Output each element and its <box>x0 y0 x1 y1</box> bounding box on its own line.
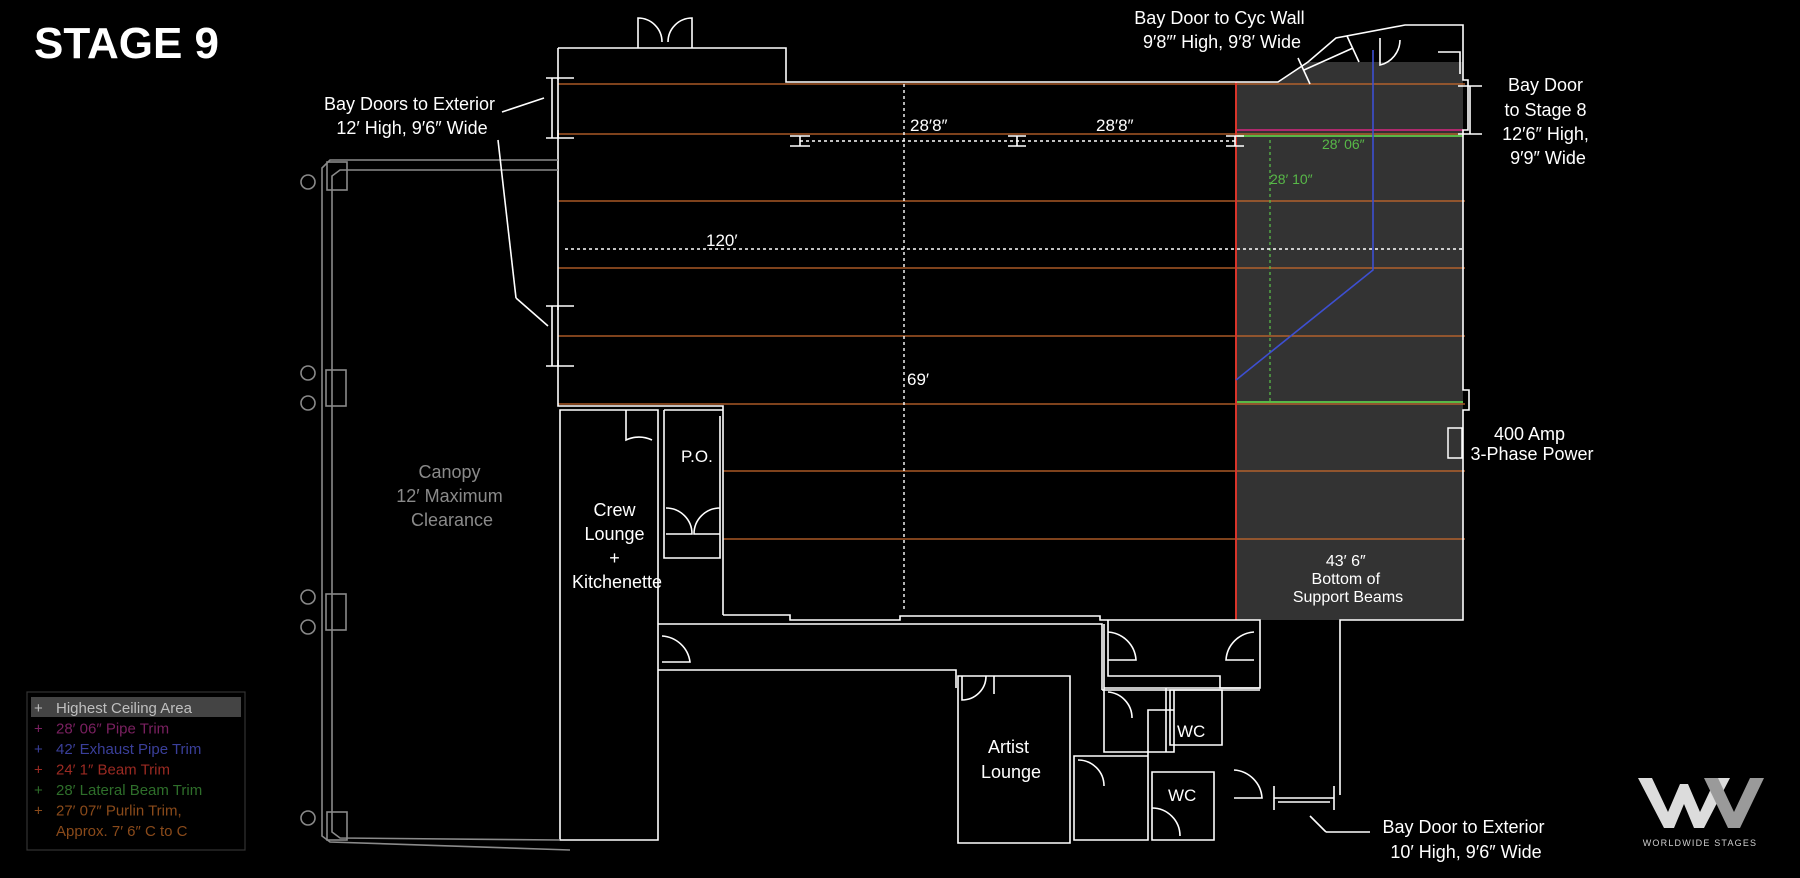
artist-lounge-walls <box>957 675 1071 844</box>
span-left-dim: 28′8″ <box>910 116 948 135</box>
length-dim: 120′ <box>706 231 738 250</box>
legend-item: Approx. 7′ 6″ C to C <box>56 823 188 840</box>
logo-mark-right <box>1704 778 1764 828</box>
restroom-doors <box>1077 631 1255 837</box>
legend-item: 24′ 1″ Beam Trim <box>56 762 170 779</box>
bay-door-stage-8 <box>1458 85 1482 135</box>
artist-lounge-label: Artist Lounge <box>981 737 1041 782</box>
page-title: STAGE 9 <box>34 19 219 68</box>
pipe-trim-mark: 28′ 06″ <box>1322 136 1365 152</box>
legend-prefix: + <box>34 700 43 717</box>
canopy-outline <box>321 159 571 851</box>
bay-door-exterior-mid <box>546 305 574 367</box>
legend-item: 28′ Lateral Beam Trim <box>56 782 202 799</box>
power-label: 400 Amp 3-Phase Power <box>1470 424 1593 464</box>
stage-walls <box>558 24 1470 795</box>
canopy-label: Canopy 12′ Maximum Clearance <box>396 462 507 530</box>
bay-door-cyc <box>1297 35 1360 85</box>
legend-prefix: + <box>34 782 43 799</box>
bay-cyc-label: Bay Door to Cyc Wall 9′8″′ High, 9′8′ Wi… <box>1134 8 1309 52</box>
bay-exterior-top-label: Bay Doors to Exterior 12′ High, 9′6″ Wid… <box>324 94 500 138</box>
wc-label-1: WC <box>1177 722 1205 741</box>
legend-item: 42′ Exhaust Pipe Trim <box>56 741 201 758</box>
legend-item: 28′ 06″ Pipe Trim <box>56 721 169 738</box>
legend-prefix: + <box>34 741 43 758</box>
alcove-door <box>637 17 693 48</box>
po-doors <box>665 507 721 535</box>
bay-stage8-label: Bay Door to Stage 8 12′6″ High, 9′9″ Wid… <box>1502 75 1594 168</box>
leader-lines <box>497 97 1370 833</box>
exhaust-pipe <box>1235 50 1374 381</box>
legend-highlight <box>31 697 241 717</box>
cyc-door <box>1379 38 1461 74</box>
crew-door <box>625 410 653 442</box>
corridor-door <box>661 635 691 663</box>
bay-door-exterior-bottom <box>1273 786 1335 810</box>
width-dim: 69′ <box>907 370 929 389</box>
legend-prefix: + <box>34 721 43 738</box>
span-markers <box>790 135 1244 147</box>
crew-lounge-label: Crew Lounge + Kitchenette <box>572 500 662 592</box>
bay-exterior-bottom-label: Bay Door to Exterior 10′ High, 9′6″ Wide <box>1382 817 1549 862</box>
stage-south-wall <box>723 614 1261 689</box>
restroom-walls <box>1073 624 1260 841</box>
wc-label-2: WC <box>1168 786 1196 805</box>
canopy-columns <box>300 161 348 841</box>
worldwide-stages-logo: WORLDWIDE STAGES <box>1638 778 1764 848</box>
span-right-dim: 28′8″ <box>1096 116 1134 135</box>
lateral-mark: 28′ 10″ <box>1270 171 1313 187</box>
bay-door-bottom-swing <box>1233 769 1263 799</box>
legend-item: Highest Ceiling Area <box>56 700 193 717</box>
logo-mark <box>1638 778 1730 828</box>
power-panel <box>1447 427 1463 459</box>
artist-door <box>961 675 995 701</box>
crew-lounge-walls <box>559 409 723 841</box>
legend: + Highest Ceiling Area +28′ 06″ Pipe Trim +… <box>34 700 202 840</box>
legend-item: 27′ 07″ Purlin Trim, <box>56 803 182 820</box>
beams-label: 43′ 6″ Bottom of Support Beams <box>1293 553 1403 606</box>
legend-prefix: + <box>34 803 43 820</box>
purlin-trim-lines <box>558 83 1465 540</box>
logo-tagline: WORLDWIDE STAGES <box>1643 838 1758 848</box>
legend-prefix: + <box>34 762 43 779</box>
corridor-walls <box>658 623 1260 691</box>
legend-box <box>26 691 246 851</box>
bay-door-exterior-top <box>546 77 574 139</box>
po-label: P.O. <box>681 447 713 466</box>
